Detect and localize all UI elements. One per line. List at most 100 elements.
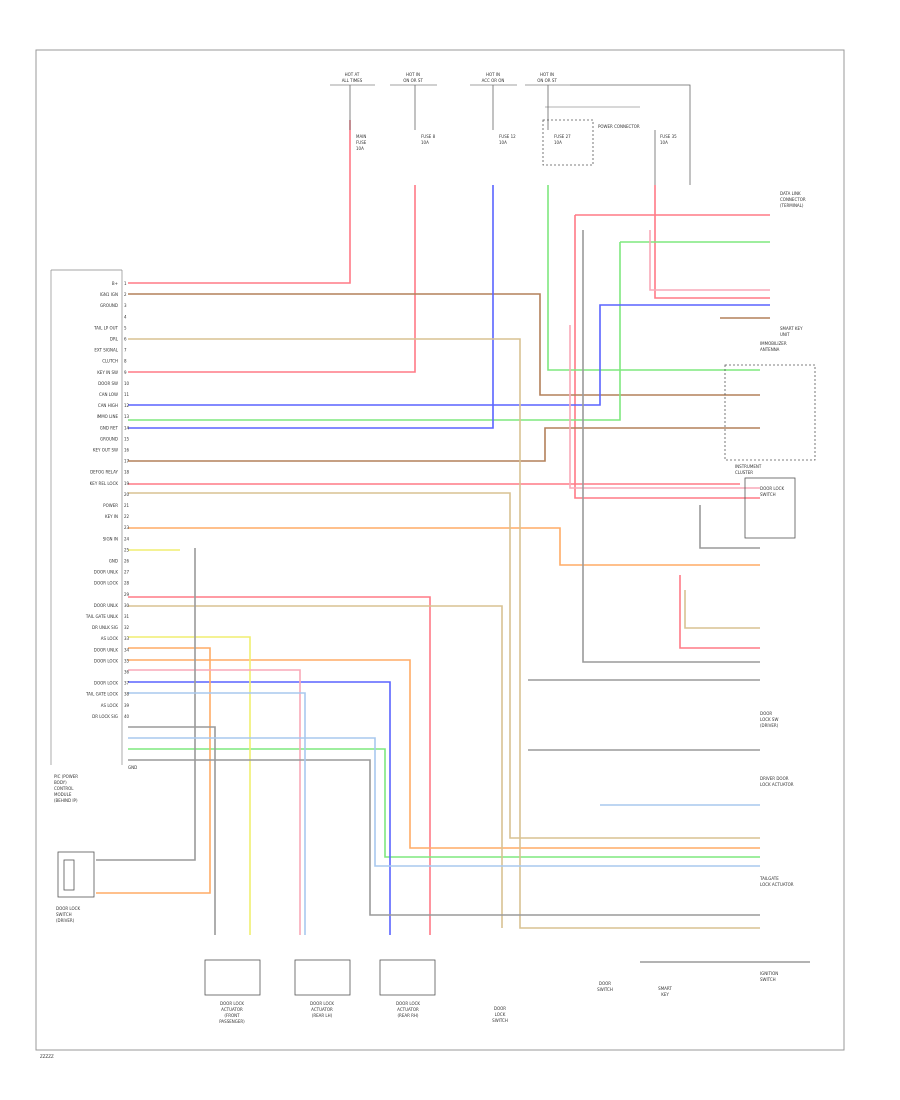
- driver-door-switch-box: [57, 851, 95, 898]
- module-pin-number: 17: [124, 459, 130, 464]
- module-pin-name: DOOR UNLK: [94, 570, 119, 575]
- right-comp-1-line3: (TERMINAL): [780, 203, 804, 208]
- module-pin-number: 40: [124, 714, 130, 719]
- right-comp-2-line2: UNIT: [780, 332, 790, 337]
- right-comp-5-line2: SWITCH: [760, 492, 776, 497]
- module-pin-number: 18: [124, 470, 130, 475]
- module-pin-name: SIGN IN: [103, 536, 118, 541]
- bottom-comp-2-line2: ACTUATOR: [311, 1007, 333, 1012]
- fuse-header-4-line1: HOT IN: [540, 72, 554, 77]
- module-pin-number: 15: [124, 436, 130, 441]
- module-pin-name: POWER: [103, 503, 118, 508]
- fuse-4-line1: FUSE 27: [554, 134, 571, 139]
- right-comp-5-line1: DOOR LOCK: [760, 486, 784, 491]
- module-pin-name: GROUND: [100, 303, 118, 308]
- module-pin-number: 38: [124, 692, 130, 697]
- fuse-headers: HOT AT ALL TIMES HOT IN ON OR ST HOT IN …: [330, 72, 570, 86]
- fuse-header-3-line2: ACC OR ON: [482, 78, 505, 83]
- right-comp-3-line1: IMMOBILIZER: [760, 341, 787, 346]
- right-comp-3-line2: ANTENNA: [760, 347, 780, 352]
- module-pin-name: CAN LOW: [99, 392, 118, 397]
- bottom-comp-4-line2: LOCK: [495, 1012, 506, 1017]
- module-pin-name: IMMO LINE: [97, 414, 119, 419]
- fuse-2-line2: 10A: [421, 140, 429, 145]
- module-pin-number: 36: [124, 670, 130, 675]
- actuator-rear-lh-box: [294, 959, 351, 996]
- module-pin-name: CAN HIGH: [98, 403, 118, 408]
- right-comp-8-line2: LOCK ACTUATOR: [760, 882, 794, 887]
- module-pin-number: 33: [124, 636, 130, 641]
- right-components: DATA LINK CONNECTOR (TERMINAL) SMART KEY…: [724, 191, 816, 982]
- module-pin-number: 27: [124, 570, 130, 575]
- green-wires: [128, 185, 770, 858]
- door-lock-switch-box: [744, 477, 796, 539]
- module-pin-name: GROUND: [100, 436, 118, 441]
- module-pin-number: 21: [124, 503, 130, 508]
- actuator-rear-rh-box: [379, 959, 436, 996]
- wire-harness: [96, 120, 810, 963]
- module-label-1: PIC (POWER: [54, 774, 78, 779]
- module-pin-number: 31: [124, 614, 130, 619]
- module-pin-number: 37: [124, 681, 130, 686]
- orange-wires: [96, 527, 760, 894]
- module-pin-name: TAIL GATE UNLK: [85, 614, 118, 619]
- module-pin-number: 6: [124, 337, 127, 342]
- fuse-1-line2: FUSE: [356, 140, 367, 145]
- fuse-header-3-line1: HOT IN: [486, 72, 500, 77]
- module-pin-name: AS LOCK: [101, 703, 119, 708]
- bottom-comp-5-line2: SWITCH: [597, 987, 613, 992]
- module-pin-name: KEY IN SW: [97, 370, 118, 375]
- bottom-comp-2-line3: (REAR LH): [312, 1013, 333, 1018]
- right-comp-4-line1: INSTRUMENT: [735, 464, 762, 469]
- left-box-label-2: SWITCH: [56, 912, 72, 917]
- left-box-label-1: DOOR LOCK: [56, 906, 80, 911]
- power-connector-label: POWER CONNECTOR: [598, 124, 640, 129]
- module-pin-name: GND RET: [100, 425, 119, 430]
- module-pin-number: 35: [124, 658, 130, 663]
- module-pin-name: DRL: [110, 337, 119, 342]
- module-pin-number: 11: [124, 392, 130, 397]
- module-pin-number: 10: [124, 381, 130, 386]
- actuator-front-passenger-box: [204, 959, 261, 996]
- red-wires: [128, 120, 770, 935]
- module-pin-number: 7: [124, 348, 127, 353]
- module-pin-number: 30: [124, 603, 130, 608]
- module-pin-number: 32: [124, 625, 130, 630]
- right-comp-2-line1: SMART KEY: [780, 326, 803, 331]
- bottom-components: DOOR LOCK ACTUATOR (FRONT PASSENGER) DOO…: [204, 959, 672, 1024]
- module-label-4: MODULE: [54, 792, 72, 797]
- right-comp-9-line2: SWITCH: [760, 977, 776, 982]
- bottom-comp-1-line4: PASSENGER): [219, 1019, 245, 1024]
- module-pin-name: DEFOG RELAY: [90, 470, 118, 475]
- bottom-comp-2-line1: DOOR LOCK: [310, 1001, 334, 1006]
- module-pin-number: 19: [124, 481, 130, 486]
- module-pin-name: IGN1 IGN: [100, 292, 118, 297]
- module-pin-name: GND: [109, 559, 118, 564]
- fuse-labels: MAIN FUSE 10A FUSE 8 10A FUSE 12 10A FUS…: [356, 134, 677, 151]
- blue-wires: [128, 185, 770, 935]
- module-pin-name: KEY IN: [105, 514, 118, 519]
- module-pin-number: 13: [124, 414, 130, 419]
- module-pin-name: DR UNLK SIG: [92, 625, 118, 630]
- bottom-comp-3-line2: ACTUATOR: [397, 1007, 419, 1012]
- bottom-comp-1-line3: (FRONT: [224, 1013, 240, 1018]
- module-pin-number: 5: [124, 325, 127, 330]
- power-connector-box: [542, 119, 594, 166]
- module-pin-name: DOOR LOCK: [94, 658, 118, 663]
- right-comp-6-line1: DOOR: [760, 711, 772, 716]
- module-pin-name: DOOR UNLK: [94, 603, 119, 608]
- module-pin-name: B+: [112, 281, 118, 286]
- bottom-comp-1-line1: DOOR LOCK: [220, 1001, 244, 1006]
- module-pin-number: 28: [124, 581, 130, 586]
- fuse-1-line1: MAIN: [356, 134, 366, 139]
- module-pin-number: 1: [124, 281, 127, 286]
- module-pin-name: CLUTCH: [102, 359, 118, 364]
- module-pin-number: 25: [124, 547, 130, 552]
- fuse-feeds: [349, 84, 691, 185]
- fuse-header-2-line1: HOT IN: [406, 72, 420, 77]
- module-pin-number: 14: [124, 425, 130, 430]
- fuse-5-line1: FUSE 35: [660, 134, 677, 139]
- module-pin-number: 16: [124, 448, 130, 453]
- module-label-2: BODY): [54, 780, 67, 785]
- fuse-3-line1: FUSE 12: [499, 134, 516, 139]
